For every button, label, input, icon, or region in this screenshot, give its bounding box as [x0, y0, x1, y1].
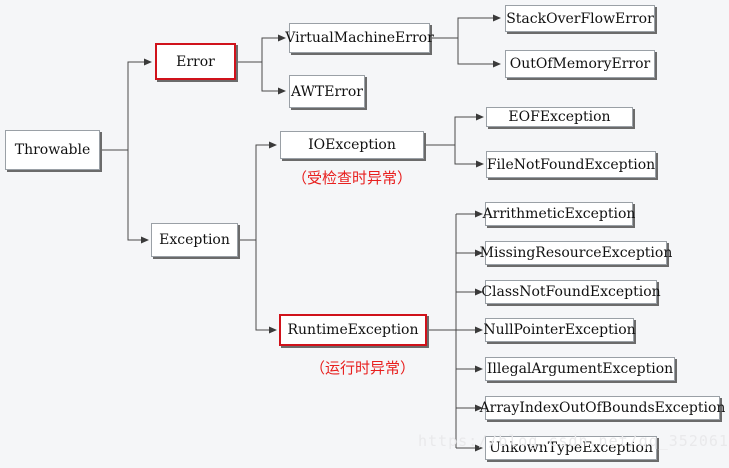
node-missing-resource-exception: MissingResourceException	[480, 241, 672, 265]
node-throwable: Throwable	[5, 130, 100, 170]
edge-io-filenotfound	[454, 145, 484, 168]
note-runtime-exception: （运行时异常）	[310, 359, 416, 377]
node-array-index-out-of-bounds-exception: ArrayIndexOutOfBoundsException	[480, 396, 725, 420]
node-virtual-machine-error: VirtualMachineError	[285, 23, 434, 53]
node-unknown-type-exception: UnkownTypeException	[485, 436, 657, 460]
edge-throwable-error	[100, 58, 152, 151]
edge-io-eof	[424, 113, 484, 146]
node-stack-overflow-error: StackOverFlowError	[505, 5, 655, 32]
node-arithmetic-exception: ArrithmeticException	[483, 202, 635, 226]
watermark-url: https://blog.csdn.net/qq_352061	[418, 432, 729, 450]
node-eof-exception: EOFException	[486, 107, 633, 127]
edge-vme-outofmemory	[457, 38, 501, 68]
node-null-pointer-exception: NullPointerException	[483, 318, 636, 342]
edge-exception-io	[238, 141, 277, 241]
node-exception: Exception	[151, 223, 238, 257]
node-out-of-memory-error: OutOfMemoryError	[505, 50, 655, 78]
node-class-not-found-exception: ClassNotFoundException	[481, 280, 661, 304]
node-io-exception: IOException	[280, 131, 424, 159]
node-awt-error: AWTError	[289, 75, 365, 108]
edge-error-vme	[236, 34, 286, 63]
node-illegal-argument-exception: IllegalArgumentException	[485, 357, 675, 381]
note-checked-exception: （受检查时异常）	[292, 169, 413, 187]
node-runtime-exception: RuntimeException	[279, 314, 427, 346]
edge-error-awt	[261, 62, 286, 95]
node-error: Error	[155, 43, 236, 80]
edge-vme-stackoverflow	[430, 14, 501, 39]
edge-throwable-exception	[127, 150, 149, 244]
node-file-not-found-exception: FileNotFoundException	[486, 151, 656, 178]
edge-exception-runtime	[255, 240, 277, 334]
